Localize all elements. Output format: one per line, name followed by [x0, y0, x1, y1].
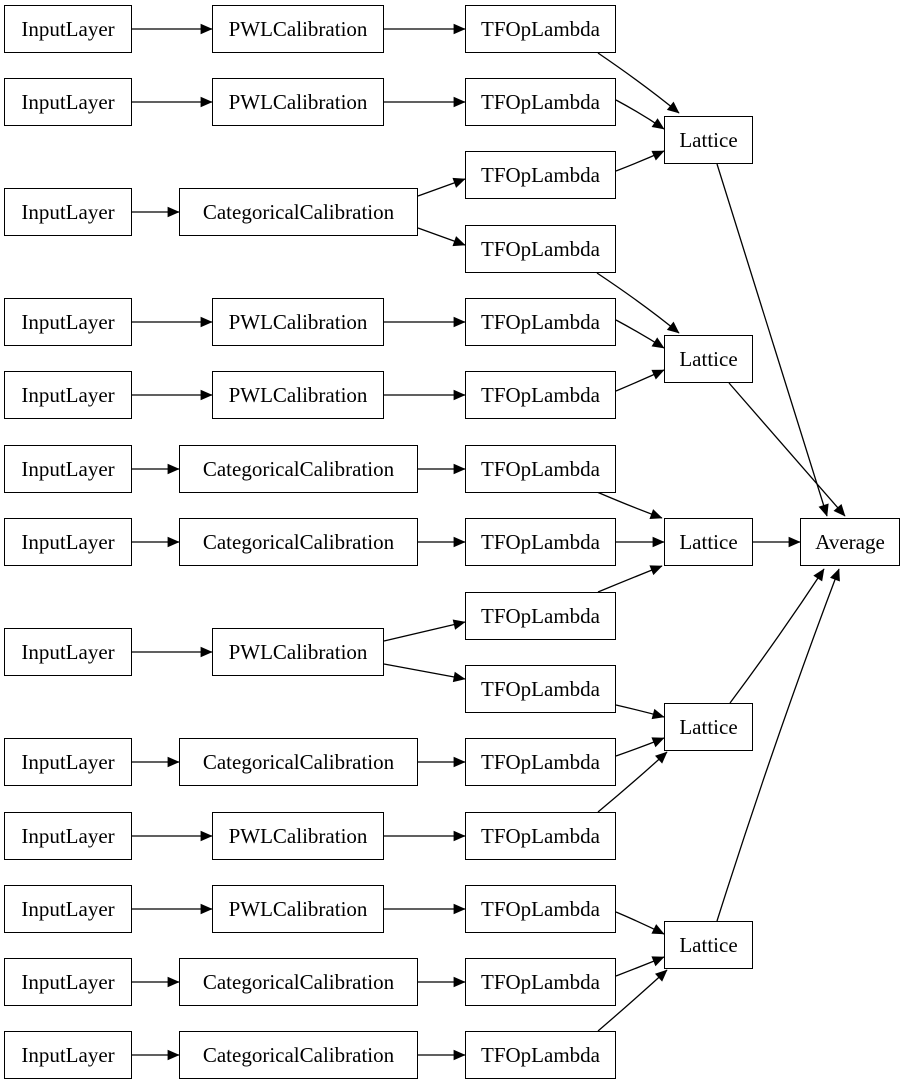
node-pwlcalibration: PWLCalibration [212, 298, 384, 346]
node-pwlcalibration: PWLCalibration [212, 628, 384, 676]
node-tfoplambda: TFOpLambda [465, 665, 616, 713]
node-tfoplambda: TFOpLambda [465, 812, 616, 860]
node-pwlcalibration: PWLCalibration [212, 371, 384, 419]
edge-tfl15-lat5 [597, 969, 668, 1032]
edge-tfl14-lat5 [615, 956, 665, 977]
edge-cal8-tfl10 [383, 663, 466, 683]
edge-cal3-tfl4 [417, 227, 466, 247]
node-lattice: Lattice [664, 518, 753, 566]
node-categoricalcalibration: CategoricalCalibration [179, 958, 418, 1006]
node-inputlayer: InputLayer [4, 371, 132, 419]
node-tfoplambda: TFOpLambda [465, 5, 616, 53]
node-inputlayer: InputLayer [4, 5, 132, 53]
edge-tfl12-lat4 [597, 751, 668, 813]
node-inputlayer: InputLayer [4, 188, 132, 236]
edge-tfl6-lat2 [615, 369, 665, 392]
edge-lat2-avg [728, 382, 846, 517]
edge-tfl5-lat2 [615, 319, 665, 349]
node-lattice: Lattice [664, 335, 753, 383]
edge-tfl7-lat3 [596, 491, 663, 520]
edges-group [132, 23, 846, 1061]
edge-cal8-tfl9 [383, 619, 466, 642]
edge-tfl13-lat5 [615, 911, 665, 935]
edge-tfl9-lat3 [597, 565, 663, 593]
node-categoricalcalibration: CategoricalCalibration [179, 518, 418, 566]
node-inputlayer: InputLayer [4, 628, 132, 676]
node-lattice: Lattice [664, 703, 753, 751]
node-average: Average [800, 518, 900, 566]
node-categoricalcalibration: CategoricalCalibration [179, 1031, 418, 1079]
node-tfoplambda: TFOpLambda [465, 371, 616, 419]
node-inputlayer: InputLayer [4, 298, 132, 346]
node-tfoplambda: TFOpLambda [465, 592, 616, 640]
edge-tfl2-lat1 [615, 99, 665, 130]
edge-tfl3-lat1 [615, 150, 665, 172]
node-inputlayer: InputLayer [4, 518, 132, 566]
node-inputlayer: InputLayer [4, 1031, 132, 1079]
edge-lat4-avg [729, 568, 825, 704]
node-tfoplambda: TFOpLambda [465, 958, 616, 1006]
edge-tfl11-lat4 [615, 737, 665, 757]
node-tfoplambda: TFOpLambda [465, 445, 616, 493]
edge-lat5-avg [716, 568, 840, 922]
node-inputlayer: InputLayer [4, 812, 132, 860]
node-categoricalcalibration: CategoricalCalibration [179, 188, 418, 236]
node-tfoplambda: TFOpLambda [465, 78, 616, 126]
edge-tfl1-lat1 [597, 52, 680, 114]
edge-cal3-tfl3 [417, 177, 466, 197]
node-categoricalcalibration: CategoricalCalibration [179, 738, 418, 786]
node-inputlayer: InputLayer [4, 445, 132, 493]
edge-lat1-avg [716, 163, 829, 517]
node-pwlcalibration: PWLCalibration [212, 5, 384, 53]
node-inputlayer: InputLayer [4, 78, 132, 126]
node-tfoplambda: TFOpLambda [465, 225, 616, 273]
node-tfoplambda: TFOpLambda [465, 738, 616, 786]
node-pwlcalibration: PWLCalibration [212, 812, 384, 860]
node-inputlayer: InputLayer [4, 738, 132, 786]
node-tfoplambda: TFOpLambda [465, 298, 616, 346]
node-inputlayer: InputLayer [4, 885, 132, 933]
node-categoricalcalibration: CategoricalCalibration [179, 445, 418, 493]
node-inputlayer: InputLayer [4, 958, 132, 1006]
node-tfoplambda: TFOpLambda [465, 1031, 616, 1079]
edge-tfl4-lat2 [596, 272, 680, 334]
node-pwlcalibration: PWLCalibration [212, 885, 384, 933]
edge-tfl10-lat4 [615, 704, 665, 720]
node-lattice: Lattice [664, 116, 753, 164]
node-tfoplambda: TFOpLambda [465, 151, 616, 199]
node-tfoplambda: TFOpLambda [465, 885, 616, 933]
node-tfoplambda: TFOpLambda [465, 518, 616, 566]
node-lattice: Lattice [664, 921, 753, 969]
node-pwlcalibration: PWLCalibration [212, 78, 384, 126]
